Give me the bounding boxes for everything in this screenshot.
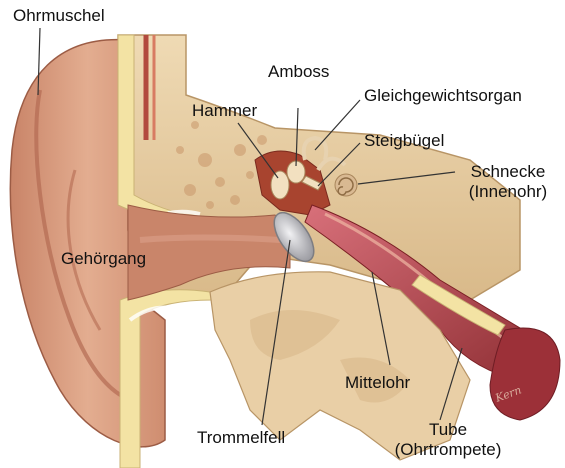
label-amboss: Amboss — [268, 62, 329, 82]
label-hammer: Hammer — [192, 101, 257, 121]
label-mittelohr: Mittelohr — [345, 373, 410, 393]
label-tube: Tube (Ohrtrompete) — [378, 420, 518, 460]
label-tube-line1: Tube — [378, 420, 518, 440]
label-schnecke-line1: Schnecke — [458, 162, 558, 182]
hammer-bone — [271, 171, 289, 199]
label-tube-line2: (Ohrtrompete) — [378, 440, 518, 460]
label-steigbuegel: Steigbügel — [364, 131, 444, 151]
label-gehoergang: Gehörgang — [61, 249, 146, 269]
label-schnecke: Schnecke (Innenohr) — [458, 162, 558, 202]
tube-opening — [490, 328, 560, 420]
label-ohrmuschel: Ohrmuschel — [13, 6, 105, 26]
label-trommelfell: Trommelfell — [197, 428, 285, 448]
label-schnecke-line2: (Innenohr) — [458, 182, 558, 202]
label-gleichgewichtsorgan: Gleichgewichtsorgan — [364, 86, 522, 106]
cochlea — [335, 174, 357, 196]
